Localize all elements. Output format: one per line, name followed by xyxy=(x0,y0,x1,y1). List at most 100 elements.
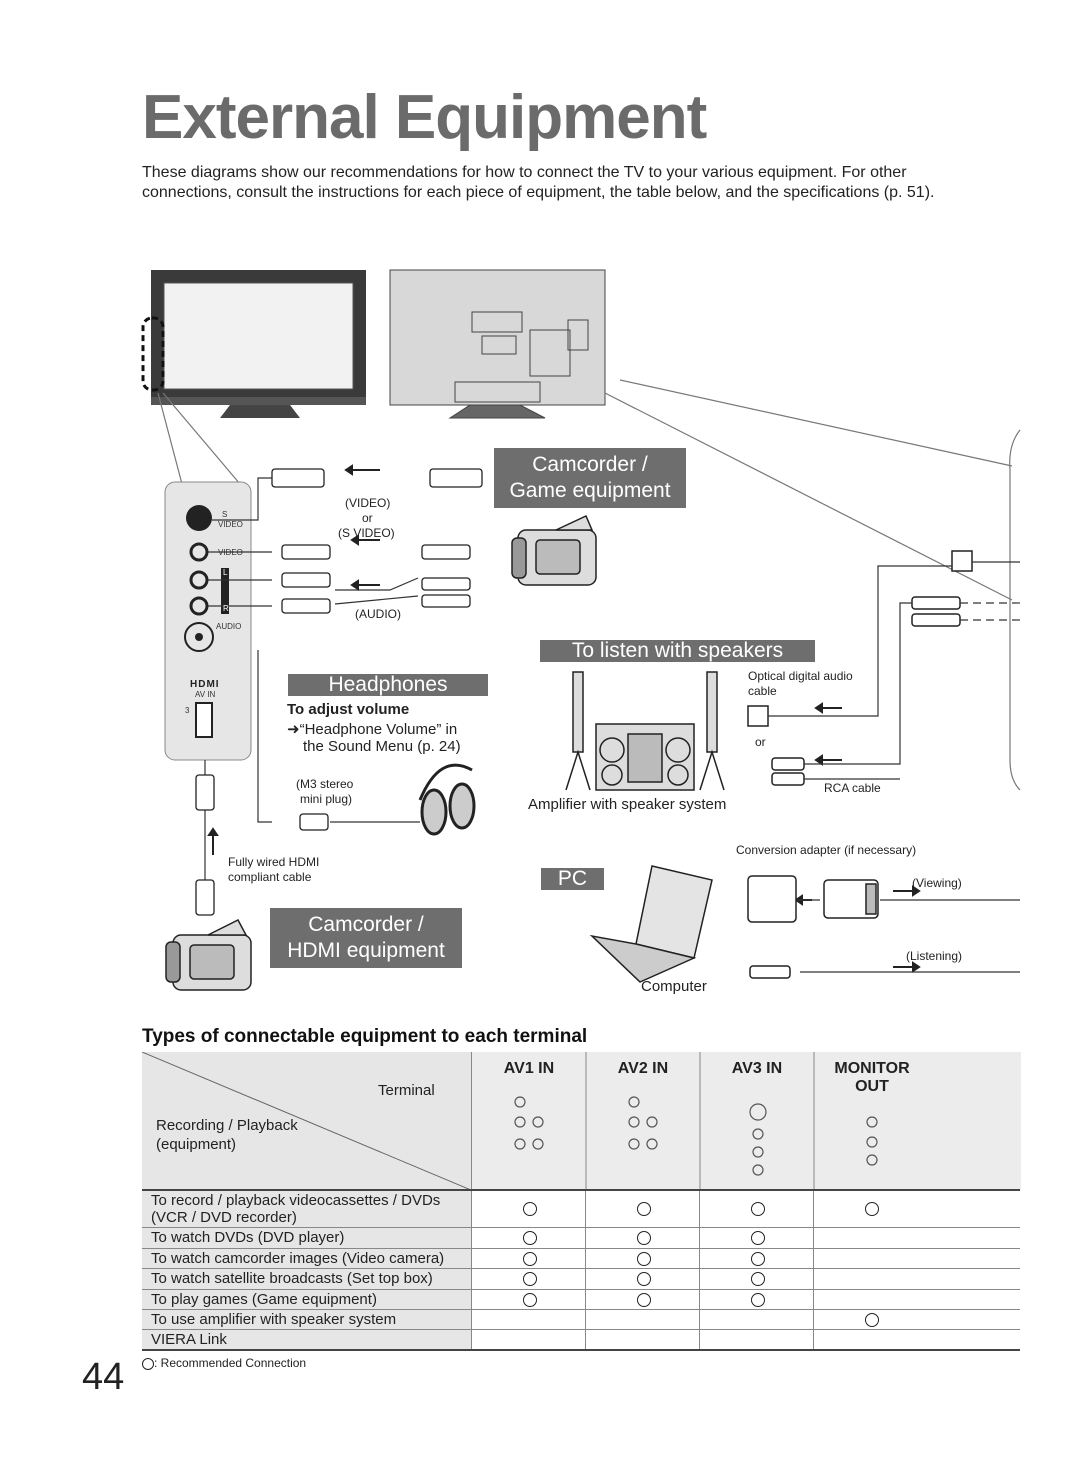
svideo-label: (S VIDEO) xyxy=(338,526,395,540)
recommended-circle-icon xyxy=(751,1252,765,1266)
table-row: VIERA Link xyxy=(142,1330,1020,1351)
computer-label: Computer xyxy=(641,978,707,995)
row-label: VIERA Link xyxy=(151,1331,227,1348)
m3-label-1: (M3 stereo xyxy=(296,777,354,791)
headphones-illustration xyxy=(418,763,476,836)
recommended-circle-icon xyxy=(637,1202,651,1216)
video-label: (VIDEO) xyxy=(345,496,391,510)
page-title: External Equipment xyxy=(142,83,707,152)
table-row: To play games (Game equipment) xyxy=(142,1290,1020,1310)
legend: : Recommended Connection xyxy=(142,1356,306,1370)
tv-back-illustration xyxy=(389,269,606,419)
terminal-label: Terminal xyxy=(378,1082,435,1099)
speakers-header: To listen with speakers xyxy=(540,640,815,662)
adjust-line: “Headphone Volume” in xyxy=(299,721,458,738)
header-corner: Terminal Recording / Playback (equipment… xyxy=(142,1052,471,1190)
column-monitor-out: MONITOR OUT xyxy=(834,1060,910,1095)
table-header-rule xyxy=(142,1189,1020,1191)
recommended-circle-icon xyxy=(637,1272,651,1286)
amplifier-label: Amplifier with speaker system xyxy=(528,796,727,813)
row-label-background xyxy=(142,1191,471,1349)
headphones-header: Headphones xyxy=(288,674,488,696)
hdmi-cable-label-1: Fully wired HDMI xyxy=(228,855,320,869)
panel-video-label: VIDEO xyxy=(218,520,243,529)
conversion-label: Conversion adapter (if necessary) xyxy=(736,843,917,857)
equipment-label-2: (equipment) xyxy=(156,1136,237,1153)
intro-paragraph: These diagrams show our recommendations … xyxy=(142,164,935,201)
recommended-circle-icon xyxy=(523,1272,537,1286)
table-row: To watch DVDs (DVD player) xyxy=(142,1228,1020,1249)
or-label: or xyxy=(362,511,373,525)
legend-text: : Recommended Connection xyxy=(154,1356,307,1370)
viewing-label: (Viewing) xyxy=(912,876,962,890)
recommended-circle-icon xyxy=(637,1231,651,1245)
listening-label: (Listening) xyxy=(906,949,963,963)
recommended-circle-icon xyxy=(865,1202,879,1216)
camcorder-game-header: Camcorder / Game equipment xyxy=(494,448,686,508)
table-divider xyxy=(471,1191,472,1349)
table-row: To record / playback videocassettes / DV… xyxy=(142,1191,1020,1228)
recommended-circle-icon xyxy=(865,1313,879,1327)
row-label: To watch camcorder images (Video camera) xyxy=(151,1250,445,1267)
audio-label: (AUDIO) xyxy=(355,607,401,621)
recommended-circle-icon xyxy=(523,1252,537,1266)
header-line: Game equipment xyxy=(509,479,671,502)
recommended-circle-icon xyxy=(142,1357,154,1370)
terminal-icons xyxy=(514,1052,878,1190)
recommended-circle-icon xyxy=(751,1202,765,1216)
optical-label-1: Optical digital audio xyxy=(748,669,853,683)
adjust-volume-title: To adjust volume xyxy=(287,701,410,718)
connection-diagram xyxy=(141,269,1021,991)
panel-3-label: 3 xyxy=(185,706,190,715)
arrow-icon: ➜ xyxy=(287,721,300,738)
row-label: To watch satellite broadcasts (Set top b… xyxy=(151,1270,433,1287)
table-row: To watch satellite broadcasts (Set top b… xyxy=(142,1269,1020,1290)
hdmi-logo: HDMI xyxy=(190,679,220,690)
recommended-circle-icon xyxy=(751,1272,765,1286)
rca-label: RCA cable xyxy=(824,781,881,795)
header-columns: AV1 IN AV2 IN AV3 IN MONITOR OUT xyxy=(471,1052,1021,1190)
table-divider xyxy=(813,1191,814,1349)
row-label: To use amplifier with speaker system xyxy=(151,1311,397,1328)
recommended-circle-icon xyxy=(637,1252,651,1266)
column-av1: AV1 IN xyxy=(503,1060,555,1077)
page-number: 44 xyxy=(82,1356,125,1398)
camcorder-illustration xyxy=(511,514,597,586)
optical-label-2: cable xyxy=(748,684,777,698)
recommended-circle-icon xyxy=(751,1293,765,1307)
header-line: HDMI equipment xyxy=(287,939,445,962)
laptop-illustration xyxy=(589,865,713,983)
table-divider xyxy=(699,1191,700,1349)
table-row: To use amplifier with speaker system xyxy=(142,1310,1020,1330)
camcorder-hdmi-header: Camcorder / HDMI equipment xyxy=(270,908,462,968)
table-header: Terminal Recording / Playback (equipment… xyxy=(142,1052,1021,1190)
diagonal-line xyxy=(142,1052,471,1190)
adjust-volume-text: ➜“Headphone Volume” in xyxy=(287,720,457,738)
hdmi-cable-label-2: compliant cable xyxy=(228,870,312,884)
header-line: Camcorder / xyxy=(308,913,424,936)
row-label: To watch DVDs (DVD player) xyxy=(151,1229,345,1246)
panel-r-label: R xyxy=(223,604,229,613)
panel-avin-label: AV IN xyxy=(195,690,216,699)
table-divider xyxy=(585,1191,586,1349)
m3-label-2: mini plug) xyxy=(300,792,353,806)
table-title: Types of connectable equipment to each t… xyxy=(142,1026,588,1047)
column-av2: AV2 IN xyxy=(617,1060,669,1077)
table-row: To watch camcorder images (Video camera) xyxy=(142,1249,1020,1269)
pc-header: PC xyxy=(541,868,604,890)
recommended-circle-icon xyxy=(637,1293,651,1307)
row-label: To record / playback videocassettes / DV… xyxy=(151,1192,441,1226)
or-label-2: or xyxy=(755,735,766,749)
header-line: Camcorder / xyxy=(532,453,648,476)
hdmi-camcorder-illustration xyxy=(165,919,252,991)
panel-video-label-2: VIDEO xyxy=(218,548,243,557)
amplifier-speaker-illustration xyxy=(565,671,725,791)
panel-audio-label: AUDIO xyxy=(216,622,242,631)
recommended-circle-icon xyxy=(523,1293,537,1307)
panel-l-label: L xyxy=(223,568,228,577)
column-av3: AV3 IN xyxy=(731,1060,783,1077)
equipment-label-1: Recording / Playback xyxy=(156,1117,298,1134)
tv-front-illustration xyxy=(141,270,366,418)
recommended-circle-icon xyxy=(751,1231,765,1245)
recommended-circle-icon xyxy=(523,1231,537,1245)
